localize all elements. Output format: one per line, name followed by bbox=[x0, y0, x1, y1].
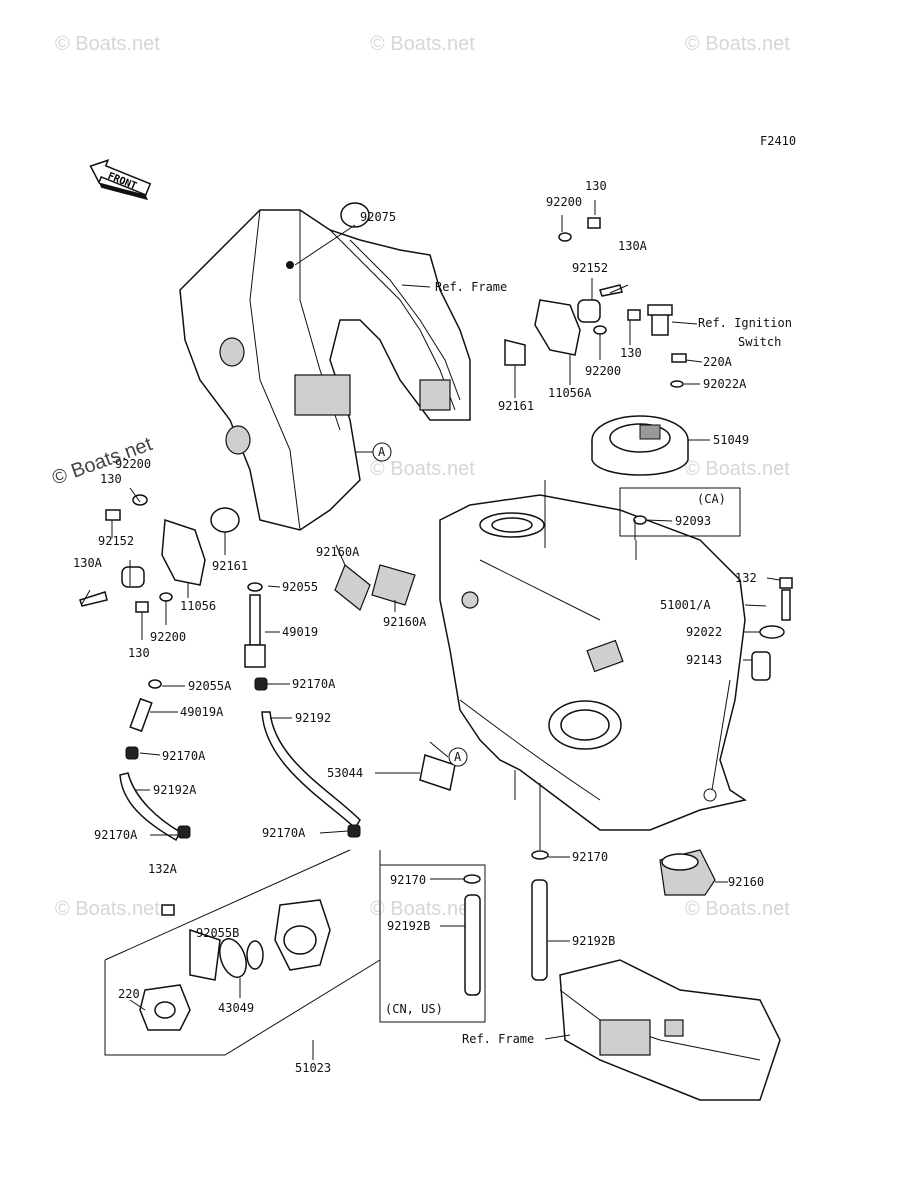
watermark-2: © Boats.net bbox=[370, 33, 475, 55]
cn-us-box: (CN, US) bbox=[379, 864, 486, 1023]
label-51023: 51023 bbox=[295, 1061, 331, 1075]
label-92022a: 92022A bbox=[703, 377, 747, 391]
label-92200-right: 92200 bbox=[585, 364, 621, 378]
watermark-7: © Boats.net bbox=[370, 898, 475, 920]
frame-upper bbox=[179, 202, 471, 531]
label-92200-left: 92200 bbox=[115, 457, 151, 471]
watermark-3: © Boats.net bbox=[685, 33, 790, 55]
label-92055a: 92055A bbox=[188, 679, 232, 693]
label-92093: 92093 bbox=[675, 514, 711, 528]
label-92170a-2: 92170A bbox=[162, 749, 206, 763]
label-220: 220 bbox=[118, 987, 140, 1001]
label-49019a: 49019A bbox=[180, 705, 224, 719]
label-92152-top: 92152 bbox=[572, 261, 608, 275]
watermark-4: © Boats.net bbox=[370, 458, 475, 480]
label-92170a-3: 92170A bbox=[94, 828, 138, 842]
part-labels: 92075 Ref. Frame 130 92200 130A 92152 Re… bbox=[73, 179, 792, 1075]
label-ref-ignition-2: Switch bbox=[738, 335, 781, 349]
label-92160a-2: 92160A bbox=[383, 615, 427, 629]
front-arrow-icon: FRONT bbox=[89, 159, 152, 201]
label-92170a-1: 92170A bbox=[292, 677, 336, 691]
label-92170-box: 92170 bbox=[390, 873, 426, 887]
label-92055: 92055 bbox=[282, 580, 318, 594]
label-92192: 92192 bbox=[295, 711, 331, 725]
label-51001a: 51001/A bbox=[660, 598, 711, 612]
label-92170: 92170 bbox=[572, 850, 608, 864]
ca-box: (CA) bbox=[619, 487, 741, 537]
label-92192b-box: 92192B bbox=[387, 919, 430, 933]
right-parts bbox=[531, 577, 793, 981]
label-92022: 92022 bbox=[686, 625, 722, 639]
callout-a-1: A bbox=[372, 442, 392, 462]
fuel-cap bbox=[591, 415, 689, 476]
ignition-parts bbox=[504, 217, 687, 525]
label-92161-top: 92161 bbox=[498, 399, 534, 413]
label-130-right: 130 bbox=[620, 346, 642, 360]
label-49019: 49019 bbox=[282, 625, 318, 639]
label-92200-top: 92200 bbox=[546, 195, 582, 209]
watermark-6: © Boats.net bbox=[55, 898, 160, 920]
label-11056: 11056 bbox=[180, 599, 216, 613]
fuel-tank bbox=[439, 494, 747, 831]
frame-lower bbox=[559, 959, 781, 1101]
label-92075: 92075 bbox=[360, 210, 396, 224]
leader-lines bbox=[81, 200, 781, 1060]
callout-a-2: A bbox=[448, 747, 468, 767]
label-92160a-1: 92160A bbox=[316, 545, 360, 559]
label-220a: 220A bbox=[703, 355, 733, 369]
label-ref-frame-top: Ref. Frame bbox=[435, 280, 507, 294]
label-92192a: 92192A bbox=[153, 783, 197, 797]
petcock-box bbox=[104, 849, 381, 1056]
label-132: 132 bbox=[735, 571, 757, 585]
label-43049: 43049 bbox=[218, 1001, 254, 1015]
label-130-top: 130 bbox=[585, 179, 607, 193]
watermark-1: © Boats.net bbox=[55, 33, 160, 55]
fuel-cock-parts bbox=[119, 564, 456, 1031]
label-130a-top: 130A bbox=[618, 239, 648, 253]
label-ref-ignition-1: Ref. Ignition bbox=[698, 316, 792, 330]
svg-text:A: A bbox=[378, 445, 386, 459]
ca-label: (CA) bbox=[697, 492, 726, 506]
label-132a: 132A bbox=[148, 862, 178, 876]
label-92192b: 92192B bbox=[572, 934, 615, 948]
label-92152-left: 92152 bbox=[98, 534, 134, 548]
label-92143: 92143 bbox=[686, 653, 722, 667]
label-92200-left2: 92200 bbox=[150, 630, 186, 644]
left-mount-parts bbox=[79, 494, 240, 613]
label-53044: 53044 bbox=[327, 766, 363, 780]
label-130a-left: 130A bbox=[73, 556, 103, 570]
label-51049: 51049 bbox=[713, 433, 749, 447]
label-92170a-4: 92170A bbox=[262, 826, 306, 840]
cn-us-label: (CN, US) bbox=[385, 1002, 443, 1016]
figure-code: F2410 bbox=[760, 134, 796, 148]
label-92160: 92160 bbox=[728, 875, 764, 889]
label-92055b: 92055B bbox=[196, 926, 239, 940]
label-130-left2: 130 bbox=[128, 646, 150, 660]
watermark-8: © Boats.net bbox=[685, 898, 790, 920]
svg-text:A: A bbox=[454, 750, 462, 764]
label-92161-left: 92161 bbox=[212, 559, 248, 573]
label-11056a: 11056A bbox=[548, 386, 592, 400]
label-130-left: 130 bbox=[100, 472, 122, 486]
watermark-5: © Boats.net bbox=[685, 458, 790, 480]
label-ref-frame-bottom: Ref. Frame bbox=[462, 1032, 534, 1046]
